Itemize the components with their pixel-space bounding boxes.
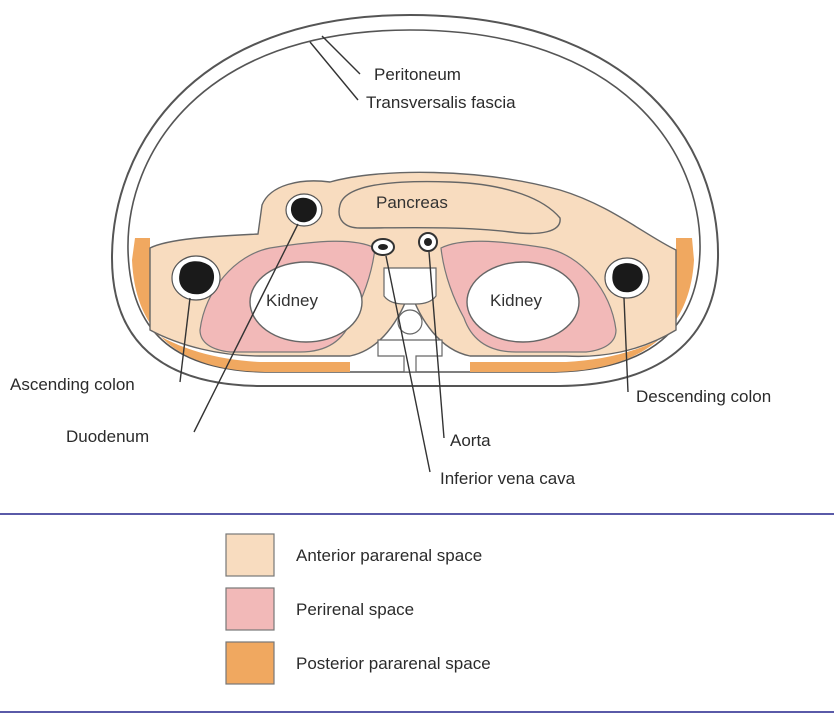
label-inferior-vena-cava: Inferior vena cava — [440, 469, 576, 488]
label-aorta: Aorta — [450, 431, 491, 450]
legend-label-1: Perirenal space — [296, 600, 414, 619]
duodenum-content — [290, 197, 317, 223]
label-descending-colon: Descending colon — [636, 387, 771, 406]
label-pancreas: Pancreas — [376, 193, 448, 212]
pancreas-shape — [338, 180, 561, 235]
ascending-colon-content — [179, 261, 215, 295]
label-ascending-colon: Ascending colon — [10, 375, 135, 394]
leader-descending-colon — [623, 297, 629, 393]
kidney-left-shape — [249, 261, 363, 343]
kidney-right-shape — [466, 261, 580, 343]
label-transversalis-fascia: Transversalis fascia — [366, 93, 516, 112]
vertebra-body — [397, 309, 423, 335]
leader-aorta — [428, 251, 445, 439]
descending-colon-content — [612, 263, 643, 293]
label-duodenum: Duodenum — [66, 427, 149, 446]
leader-duodenum — [193, 223, 299, 433]
vertebra-process — [377, 339, 443, 373]
label-peritoneum: Peritoneum — [374, 65, 461, 84]
leader-ascending-colon — [179, 297, 191, 383]
legend-swatch-2 — [225, 641, 275, 685]
ivc-lumen — [378, 244, 388, 250]
aorta-lumen — [424, 238, 432, 246]
leader-peritoneum — [321, 35, 361, 75]
leader-ivc — [385, 255, 431, 473]
legend-swatch-1 — [225, 587, 275, 631]
label-kidney-right: Kidney — [490, 291, 542, 310]
leader-transversalis — [309, 41, 359, 101]
legend-label-2: Posterior pararenal space — [296, 654, 491, 673]
label-kidney-left: Kidney — [266, 291, 318, 310]
legend-swatch-0 — [225, 533, 275, 577]
vertebra-shape — [383, 267, 437, 305]
legend-label-0: Anterior pararenal space — [296, 546, 482, 565]
